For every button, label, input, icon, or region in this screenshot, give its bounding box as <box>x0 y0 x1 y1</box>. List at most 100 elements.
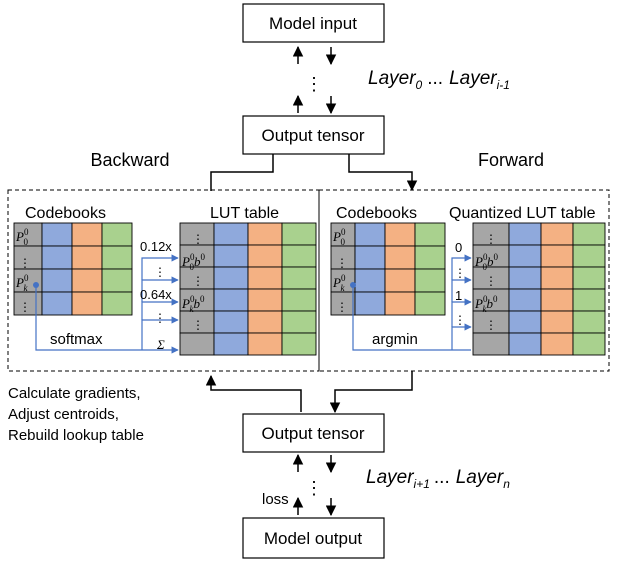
forward-label: Forward <box>478 150 544 170</box>
vdots-bottom: ⋮ <box>305 478 323 498</box>
left-lut-cell <box>213 288 249 312</box>
right-lut-cell <box>572 288 606 312</box>
side-note-line-1: Calculate gradients, <box>8 385 141 402</box>
left-codebook-cell <box>101 245 133 270</box>
connector-bottom-right <box>329 371 413 414</box>
right-lut-cell <box>572 244 606 268</box>
right-argmin-connectors <box>352 254 472 351</box>
right-lut-cell <box>572 266 606 290</box>
right-lut-cell <box>508 244 542 268</box>
vdots-top: ⋮ <box>305 74 323 94</box>
left-lut-grid <box>179 222 317 356</box>
left-pk-dot <box>33 282 39 288</box>
left-codebook-cell <box>41 245 73 270</box>
side-note-line-2: Adjust centroids, <box>8 406 119 423</box>
right-lut-cell <box>540 332 574 356</box>
left-lut-cell <box>281 332 317 356</box>
right-lut-cell <box>540 310 574 334</box>
side-note-line-3: Rebuild lookup table <box>8 427 144 444</box>
left-lut-cell <box>281 288 317 312</box>
softmax-label: softmax <box>50 331 103 348</box>
left-codebook-cell <box>71 268 103 293</box>
right-lut-cell <box>508 288 542 312</box>
right-lut-cell <box>508 332 542 356</box>
right-lut-cell <box>572 332 606 356</box>
left-codebook-cell <box>71 291 103 316</box>
right-codebook-cell <box>414 245 446 270</box>
left-lut-cell <box>247 244 283 268</box>
connector-top-right <box>348 154 418 192</box>
layers-bottom-label: Layeri+1...Layern <box>366 467 510 491</box>
right-codebook-cell <box>384 268 416 293</box>
left-codebook-cell <box>101 291 133 316</box>
model-input-label: Model input <box>269 14 357 33</box>
left-lut-cell <box>247 332 283 356</box>
layers-top-label: Layer0...Layeri-1 <box>368 68 510 92</box>
right-lut-grid <box>472 222 606 356</box>
sigma-label: Σ <box>156 337 165 352</box>
left-lut-cell <box>281 266 317 290</box>
output-tensor-bottom-label: Output tensor <box>261 424 364 443</box>
right-lut-dots-b: ⋮ <box>485 274 497 288</box>
right-weight-1: 0 <box>455 240 462 255</box>
output-tensor-top-box <box>242 115 385 155</box>
connector-top-left <box>210 154 274 191</box>
right-codebook-grid <box>330 222 446 316</box>
left-codebook-dots1: ⋮ <box>19 256 31 270</box>
backward-panel <box>7 189 320 372</box>
left-codebook-cell <box>71 245 103 270</box>
backward-label: Backward <box>90 150 169 170</box>
right-codebook-dots2: ⋮ <box>336 300 348 314</box>
right-mid-dots1: ⋮ <box>454 266 466 280</box>
left-lut-cell <box>281 222 317 246</box>
right-codebook-cell <box>384 245 416 270</box>
left-codebook-dots2: ⋮ <box>19 300 31 314</box>
right-codebook-cell <box>354 291 386 316</box>
left-weight-1: 0.12x <box>140 239 172 254</box>
right-codebook-cell <box>384 222 416 247</box>
output-tensor-bottom-box <box>242 413 385 453</box>
right-lut-cell <box>572 310 606 334</box>
left-lut-cell <box>247 222 283 246</box>
right-lut-title: Quantized LUT table <box>449 205 596 222</box>
right-mid-dots2: ⋮ <box>454 313 466 327</box>
left-codebook-cell <box>41 291 73 316</box>
right-weight-2: 1 <box>455 288 462 303</box>
right-codebook-cell <box>354 222 386 247</box>
loss-label: loss <box>262 491 289 508</box>
left-lut-cell <box>247 310 283 334</box>
argmin-label: argmin <box>372 331 418 348</box>
left-codebook-grid <box>13 222 133 316</box>
left-softmax-connectors <box>35 254 179 354</box>
left-lut-dots-c: ⋮ <box>192 318 204 332</box>
left-lut-cell <box>281 244 317 268</box>
left-mid-dots2: ⋮ <box>154 311 166 325</box>
right-lut-cell <box>472 332 510 356</box>
model-output-label: Model output <box>264 529 363 548</box>
left-codebook-cell <box>101 222 133 247</box>
right-codebook-cell <box>354 245 386 270</box>
forward-panel <box>318 189 610 372</box>
left-lut-cell <box>213 332 249 356</box>
right-codebook-cell <box>414 268 446 293</box>
right-lut-dots-a: ⋮ <box>485 232 497 246</box>
right-lut-cell <box>540 288 574 312</box>
right-lut-cell <box>540 266 574 290</box>
left-lut-cell <box>213 266 249 290</box>
left-lut-dots-a: ⋮ <box>192 232 204 246</box>
right-codebooks-title: Codebooks <box>336 205 417 222</box>
left-codebook-cell <box>71 222 103 247</box>
right-codebook-cell <box>384 291 416 316</box>
left-codebook-cell <box>101 268 133 293</box>
right-pk-dot <box>350 282 356 288</box>
right-lut-cell <box>508 222 542 246</box>
right-codebook-dots1: ⋮ <box>336 256 348 270</box>
model-input-box <box>242 3 385 43</box>
left-lut-cell <box>213 244 249 268</box>
